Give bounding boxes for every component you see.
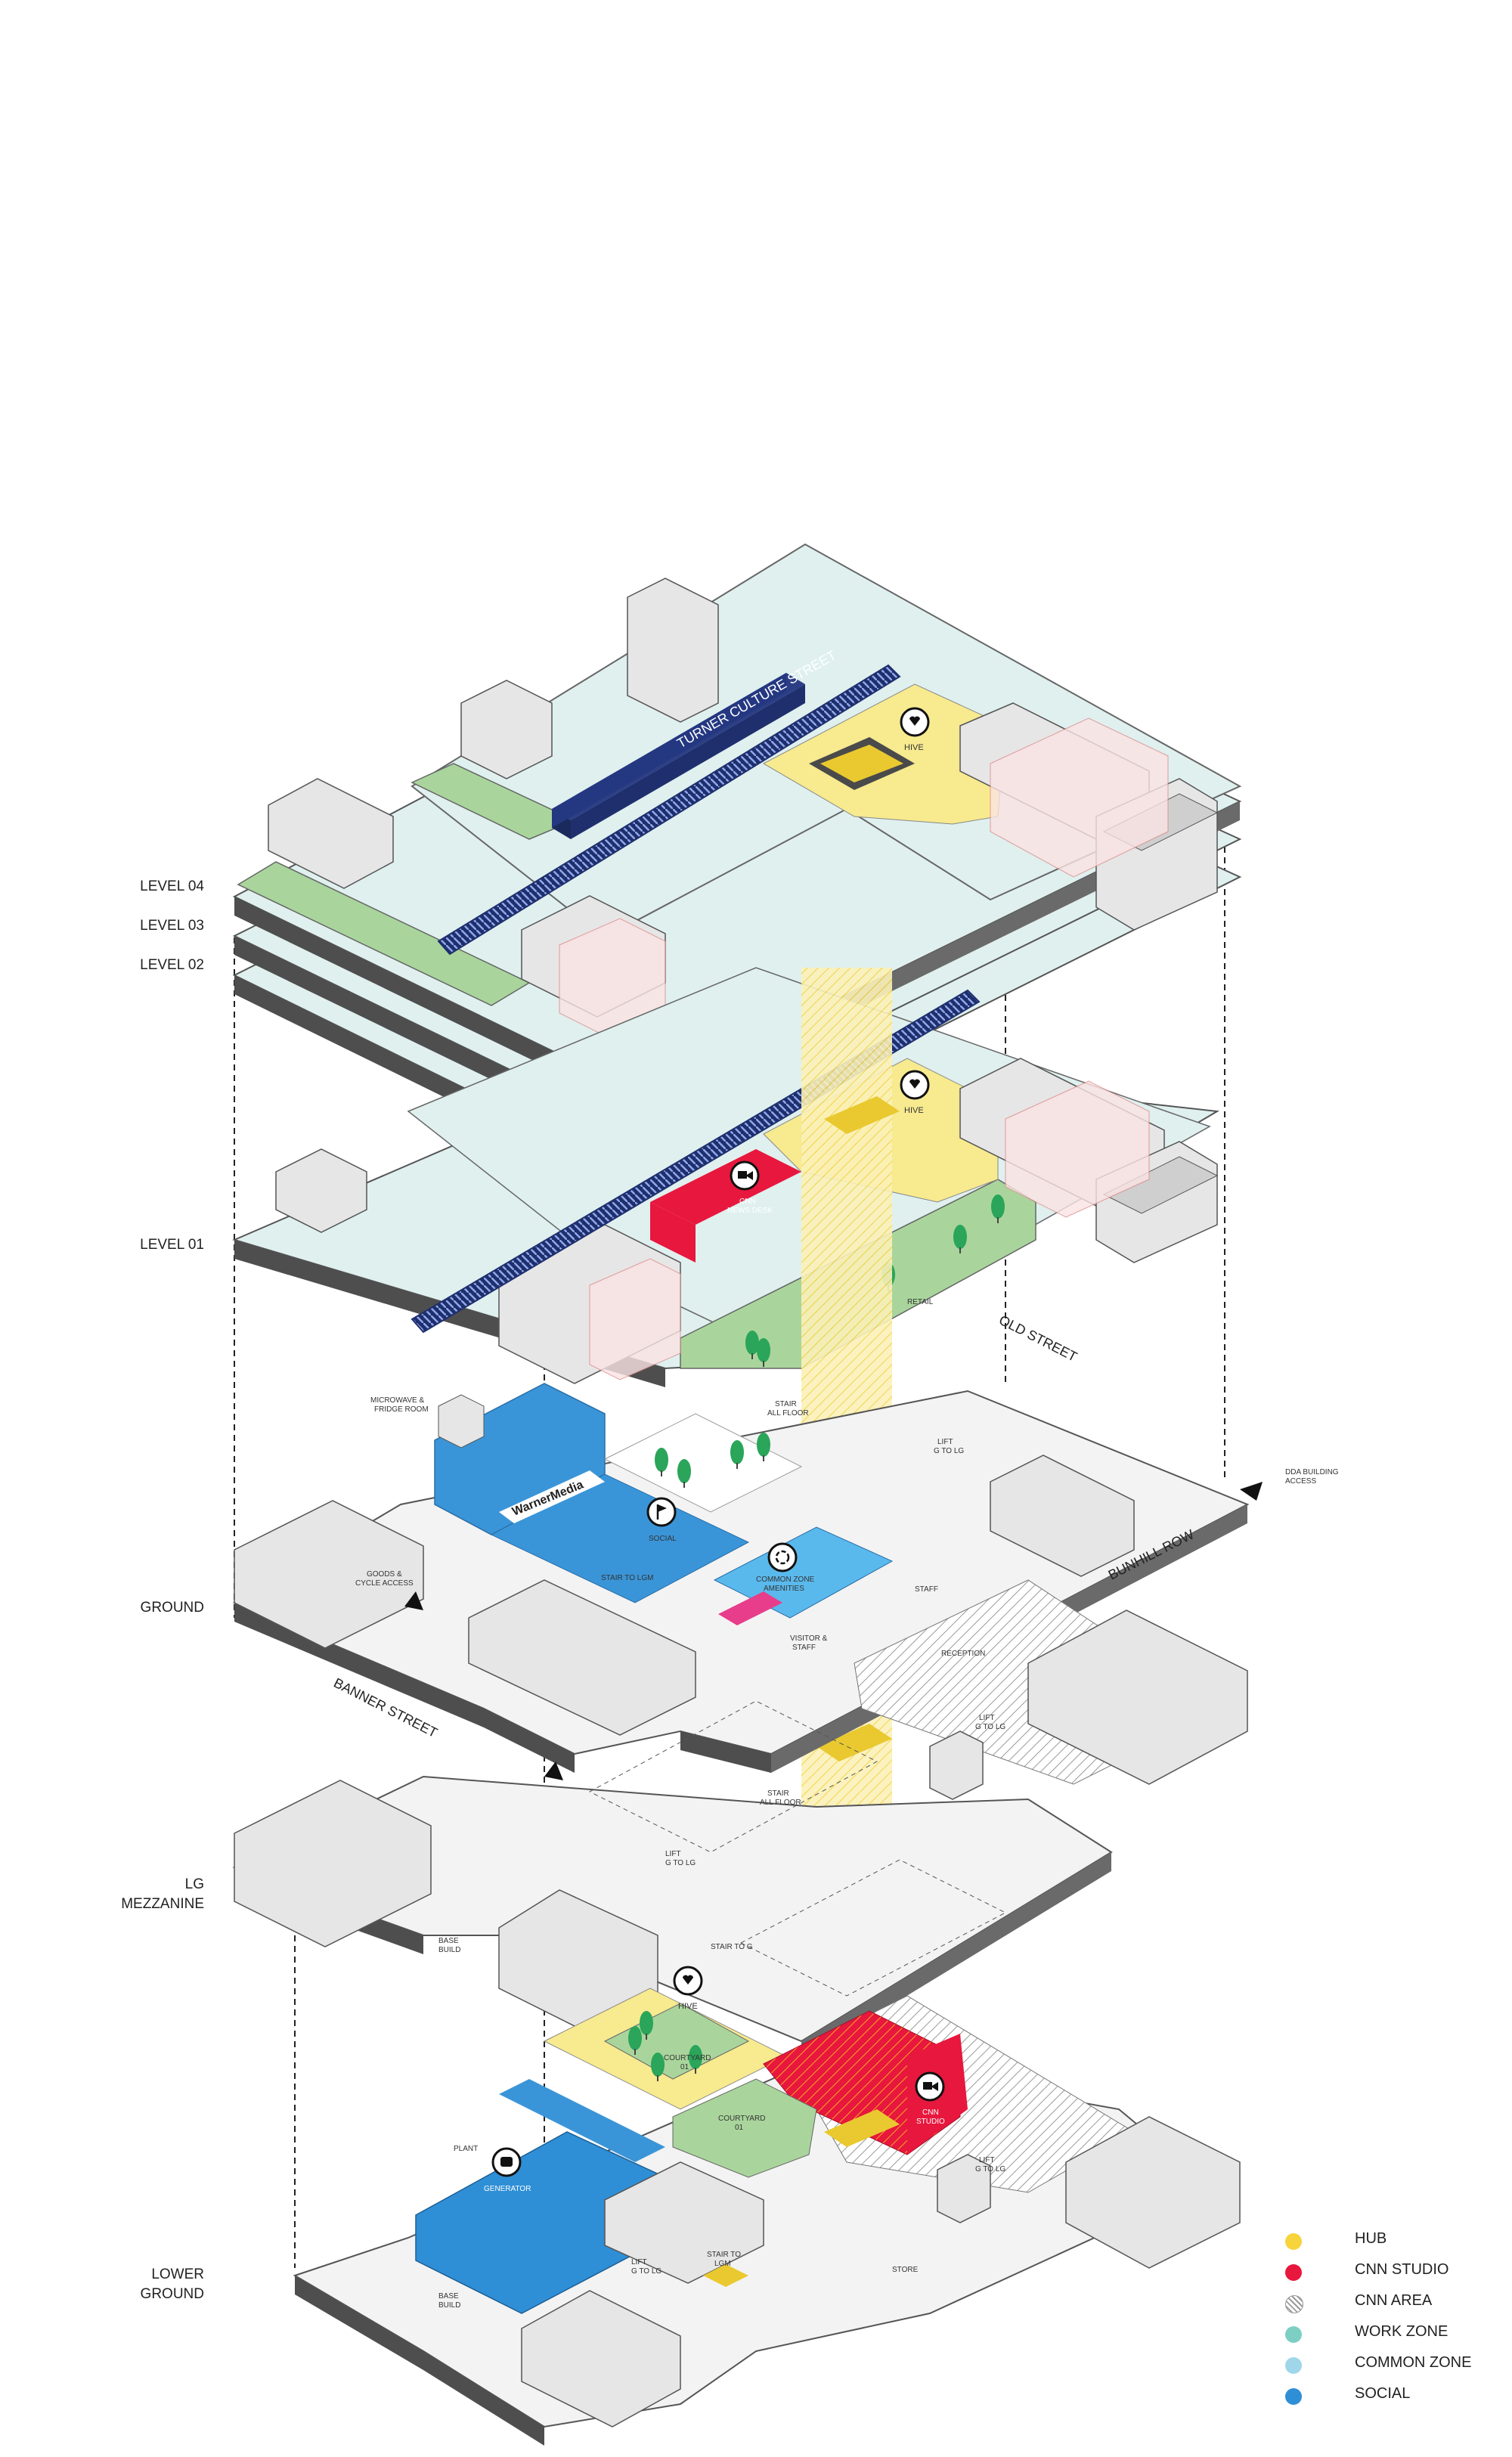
- legend-item-social: SOCIAL: [1285, 2382, 1482, 2412]
- stair-to-lgm-lower-1: STAIR TO: [707, 2251, 741, 2259]
- lift-label-lower-2: G TO LG: [975, 2165, 1005, 2174]
- base-build-lower-1: BASE: [438, 2292, 459, 2301]
- ground-label: GROUND: [140, 1600, 204, 1616]
- courtyard-lower-2: 01: [735, 2124, 744, 2132]
- stair-label-g-1: STAIR: [767, 1789, 789, 1798]
- level-02-label: LEVEL 02: [140, 957, 204, 973]
- cnn-studio-swatch: [1285, 2264, 1302, 2281]
- recycle-icon: [767, 1542, 798, 1572]
- plant-label: PLANT: [454, 2145, 478, 2153]
- generator-label: GENERATOR: [484, 2185, 531, 2193]
- level-03-label: LEVEL 03: [140, 918, 204, 934]
- common-zone-label-1: COMMON ZONE: [756, 1576, 815, 1584]
- lower-ground: [293, 1995, 1241, 2446]
- visitor-label-1: VISITOR &: [790, 1634, 828, 1643]
- work-zone-swatch: [1285, 2326, 1302, 2343]
- lg-mezzanine: HIVE: [232, 1700, 1113, 2110]
- lift-label-g-2: G TO LG: [975, 1723, 1005, 1731]
- lift-label-lowest-1: LIFT: [631, 2258, 647, 2266]
- microwave-label-2: FRIDGE ROOM: [374, 1405, 429, 1414]
- cnn-news-desk-label-1: CNN: [739, 1198, 756, 1206]
- base-build-lower-2: BUILD: [438, 2301, 460, 2310]
- common-zone-swatch: [1285, 2357, 1302, 2374]
- lift-label-lg-2: G TO LG: [665, 1859, 696, 1867]
- dda-label-1: DDA BUILDING: [1285, 1468, 1339, 1476]
- lift-label-g-1: LIFT: [979, 1714, 995, 1722]
- base-build-lg-1: BASE: [438, 1937, 459, 1945]
- courtyard-lg-1: COURTYARD: [664, 2054, 711, 2062]
- lift-label-lg-1: LIFT: [665, 1850, 681, 1858]
- cnn-news-desk-label-2: NEWS DESK: [727, 1207, 773, 1215]
- common-zone-label-2: AMENITIES: [764, 1585, 804, 1593]
- flag-icon: [646, 1497, 677, 1527]
- ground-level: WarnerMedia: [232, 1383, 1263, 1800]
- hive-label-l04: HIVE: [904, 743, 924, 752]
- hive-label-lg: HIVE: [678, 2002, 698, 2011]
- legend-item-common-zone: COMMON ZONE: [1285, 2351, 1482, 2381]
- courtyard-lower-1: COURTYARD: [718, 2115, 765, 2123]
- stair-label-2: ALL FLOOR: [767, 1409, 809, 1418]
- cnn-studio-label-2: STUDIO: [916, 2118, 945, 2126]
- lift-label-1: LIFT: [937, 1438, 953, 1446]
- legend-item-hub: HUB: [1285, 2227, 1482, 2257]
- retail-label: RETAIL: [907, 1298, 934, 1306]
- cnn-studio-label-1: CNN: [922, 2108, 939, 2117]
- stair-to-g-label: STAIR TO G: [711, 1943, 753, 1951]
- stair-to-lgm-lower-2: LGM: [714, 2260, 731, 2268]
- cnn-area-swatch: [1285, 2295, 1303, 2313]
- dda-label-2: ACCESS: [1285, 1477, 1316, 1486]
- stair-label-g-2: ALL FLOOR: [760, 1799, 801, 1807]
- legend-item-cnn-studio: CNN STUDIO: [1285, 2258, 1482, 2288]
- hive-label-l01: HIVE: [904, 1106, 924, 1115]
- legend-item-cnn-area: CNN AREA: [1285, 2289, 1482, 2319]
- social-swatch: [1285, 2388, 1302, 2405]
- lift-label-lower-1: LIFT: [979, 2156, 995, 2164]
- goods-label-1: GOODS &: [367, 1570, 402, 1579]
- visitor-label-2: STAFF: [792, 1644, 816, 1652]
- reception-label: RECEPTION: [941, 1650, 985, 1658]
- legend-item-work-zone: WORK ZONE: [1285, 2320, 1482, 2350]
- courtyard-lg-2: 01: [680, 2063, 689, 2071]
- base-build-lg-2: BUILD: [438, 1946, 460, 1954]
- store-label: STORE: [892, 2266, 919, 2274]
- goods-label-2: CYCLE ACCESS: [355, 1579, 414, 1588]
- stair-label-1: STAIR: [775, 1400, 797, 1408]
- staff-label: STAFF: [915, 1585, 938, 1594]
- stair-to-lgm-label: STAIR TO LGM: [601, 1574, 653, 1582]
- old-street-label: OLD STREET: [996, 1312, 1080, 1365]
- arrow-icon: [404, 1591, 423, 1610]
- social-label: SOCIAL: [649, 1535, 677, 1543]
- hub-swatch: [1285, 2233, 1302, 2250]
- level-04-label: LEVEL 04: [140, 878, 204, 894]
- lift-label-2: G TO LG: [934, 1447, 964, 1455]
- lift-label-lowest-2: G TO LG: [631, 2267, 662, 2276]
- microwave-label-1: MICROWAVE &: [370, 1396, 424, 1405]
- level-01-label: LEVEL 01: [140, 1237, 204, 1253]
